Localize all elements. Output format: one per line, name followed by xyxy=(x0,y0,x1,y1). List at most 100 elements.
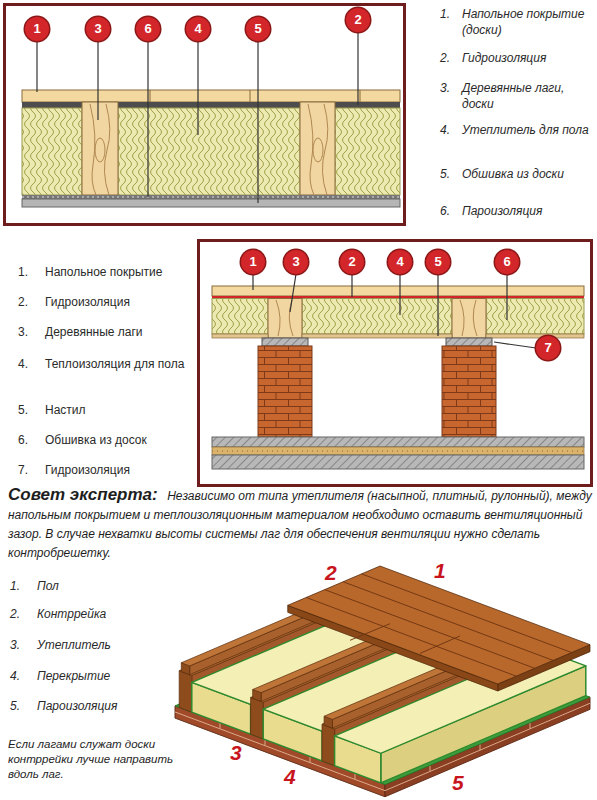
callout-number: 1 xyxy=(434,560,446,582)
callout-number: 4 xyxy=(396,255,403,269)
list-number: 1. xyxy=(10,578,20,594)
list-number: 2. xyxy=(10,606,20,622)
sand-layer xyxy=(212,447,584,455)
list-text: Контррейка xyxy=(37,606,177,622)
floor-3d-view xyxy=(175,566,590,797)
joist xyxy=(82,102,118,195)
callout-circle: 1 xyxy=(25,17,49,41)
floor-boards xyxy=(22,90,400,102)
list-text: Напольное покрытие xyxy=(45,264,190,280)
callout-circle: 3 xyxy=(86,17,110,41)
leader-line xyxy=(437,274,438,336)
callout-number: 2 xyxy=(348,255,355,269)
callout-number: 3 xyxy=(230,742,242,764)
leader-line xyxy=(506,274,507,320)
vapor-barrier-dots xyxy=(22,197,400,198)
leader-lines xyxy=(253,274,536,348)
note-text: Если лагами служат доски контррейки лучш… xyxy=(8,737,178,782)
list-text: Пароизоляция xyxy=(462,203,594,219)
list-number: 7. xyxy=(18,462,28,478)
decking xyxy=(302,334,452,338)
callout-number: 1 xyxy=(249,255,256,269)
callout-circle: 2 xyxy=(346,8,370,32)
expert-tip: Совет эксперта: Независимо от типа утепл… xyxy=(8,486,593,562)
brick-post xyxy=(258,346,312,437)
callout-circle: 4 xyxy=(388,250,412,274)
wood-grain xyxy=(460,300,477,336)
list-text: Гидроизоляция xyxy=(462,50,594,66)
frame xyxy=(5,5,405,225)
list-number: 5. xyxy=(10,698,20,714)
sand-dots xyxy=(212,451,584,452)
decking xyxy=(486,334,584,338)
leader-line xyxy=(399,274,400,315)
list-text: Гидроизоляция xyxy=(45,294,190,310)
list-text: Деревянные лаги xyxy=(45,324,190,340)
joist xyxy=(452,299,486,339)
leader-line xyxy=(197,41,198,135)
list-number: 3. xyxy=(440,80,450,96)
leader-line xyxy=(290,274,296,312)
list-number: 1. xyxy=(18,264,28,280)
wood-grain xyxy=(308,104,328,195)
list-text: Утеплитель для пола xyxy=(462,122,594,138)
waterproofing-pad xyxy=(262,338,308,346)
leader-line xyxy=(147,41,148,197)
list-text: Перекрытие xyxy=(37,668,177,684)
waterproofing xyxy=(118,102,300,108)
board-joints xyxy=(306,574,571,676)
insulation xyxy=(212,299,268,335)
list-number: 3. xyxy=(10,637,20,653)
callout-number: 2 xyxy=(325,562,337,584)
waterproofing xyxy=(335,102,400,108)
list-number: 4. xyxy=(10,668,20,684)
ground xyxy=(212,455,584,469)
frame xyxy=(199,241,592,486)
tip-heading: Совет эксперта: xyxy=(8,485,158,504)
list-text: Утеплитель xyxy=(37,637,177,653)
callout-circle: 2 xyxy=(340,250,364,274)
joist xyxy=(179,671,192,712)
list-text: Деревянные лаги, доски xyxy=(462,80,594,112)
wood-knot xyxy=(313,138,323,162)
leader-line xyxy=(252,274,253,290)
callout-number: 5 xyxy=(254,22,261,36)
leader-line xyxy=(97,41,98,120)
wood-knot xyxy=(95,138,105,162)
joist xyxy=(251,697,264,738)
joist xyxy=(322,724,335,765)
waterproofing xyxy=(22,102,82,108)
callout-circle: 3 xyxy=(284,250,308,274)
floor-boards xyxy=(212,286,584,296)
joist xyxy=(300,102,335,195)
callout-circle: 5 xyxy=(426,250,450,274)
board-joints xyxy=(150,90,360,102)
insulation xyxy=(486,299,584,335)
list-number: 1. xyxy=(440,6,450,22)
brick-post xyxy=(442,346,496,437)
callout-number: 5 xyxy=(452,772,464,794)
joist xyxy=(268,299,302,339)
list-text: Гидроизоляция xyxy=(45,462,190,478)
insulation xyxy=(335,108,400,195)
list-number: 5. xyxy=(440,166,450,182)
callout-circle: 7 xyxy=(536,336,560,360)
callout-circle: 6 xyxy=(136,17,160,41)
callout-circle: 1 xyxy=(241,250,265,274)
list-number: 2. xyxy=(440,50,450,66)
vapor-barrier xyxy=(22,195,400,199)
leader-line xyxy=(36,41,37,92)
callout-circle: 6 xyxy=(495,250,519,274)
list-text: Обшивка из доски xyxy=(462,166,594,182)
callout-number: 2 xyxy=(354,13,361,27)
callout-number: 5 xyxy=(434,255,441,269)
callout-circle: 4 xyxy=(186,17,210,41)
list-number: 6. xyxy=(18,432,28,448)
list-number: 5. xyxy=(18,402,28,418)
list-number: 6. xyxy=(440,203,450,219)
list-text: Теплоизоляция для пола xyxy=(45,356,190,372)
list-number: 4. xyxy=(440,122,450,138)
list-text: Напольное покрытие (доски) xyxy=(462,6,594,38)
list-text: Настил xyxy=(45,402,190,418)
